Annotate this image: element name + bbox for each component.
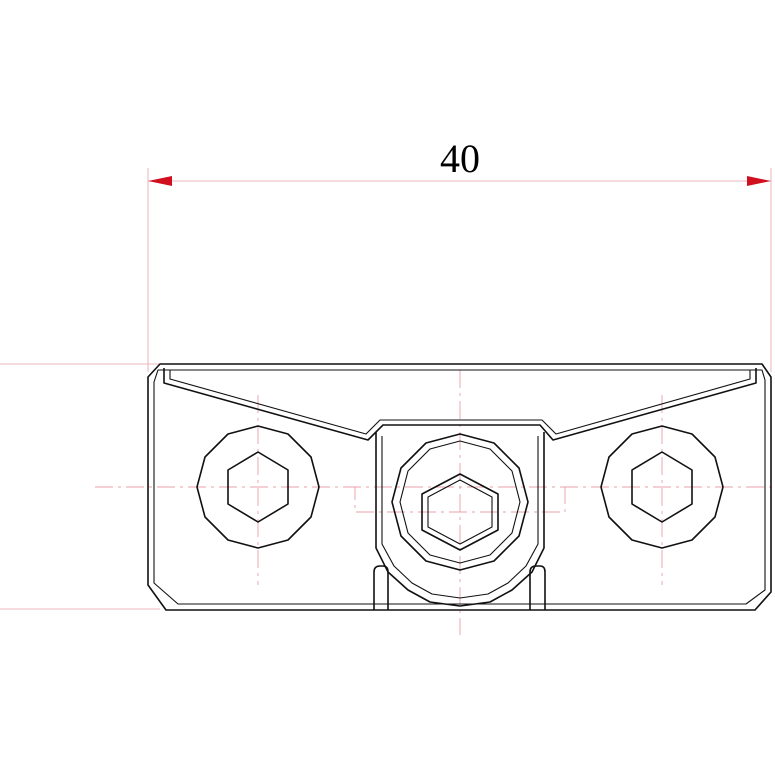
v-groove-inner xyxy=(169,370,751,435)
center-hex-socket-icon xyxy=(421,473,499,551)
left-slot-tab xyxy=(373,565,389,610)
right-bolt-hole-outer xyxy=(600,425,724,549)
left-bolt-hole-outer xyxy=(196,425,320,549)
center-nut-outer xyxy=(391,433,529,571)
center-hex-socket-inner xyxy=(427,479,493,545)
center-housing-inner xyxy=(381,436,539,599)
left-bolt-hole-inner-icon xyxy=(227,451,289,523)
dimension-value-label: 40 xyxy=(440,136,480,181)
center-housing-outline xyxy=(375,432,545,607)
arrowhead-right-icon xyxy=(747,176,771,186)
right-bolt-hole-inner-icon xyxy=(631,451,693,523)
section-step-line xyxy=(350,486,570,513)
v-groove-outer xyxy=(163,368,757,441)
right-slot-tab xyxy=(529,565,546,610)
arrowhead-left-icon xyxy=(148,176,172,186)
center-nut-inner xyxy=(399,440,521,564)
bracket-inner-outline xyxy=(153,369,766,605)
bracket-outer-outline xyxy=(147,363,772,611)
dimension-group: 40 xyxy=(147,136,772,372)
bracket-part xyxy=(147,363,772,611)
